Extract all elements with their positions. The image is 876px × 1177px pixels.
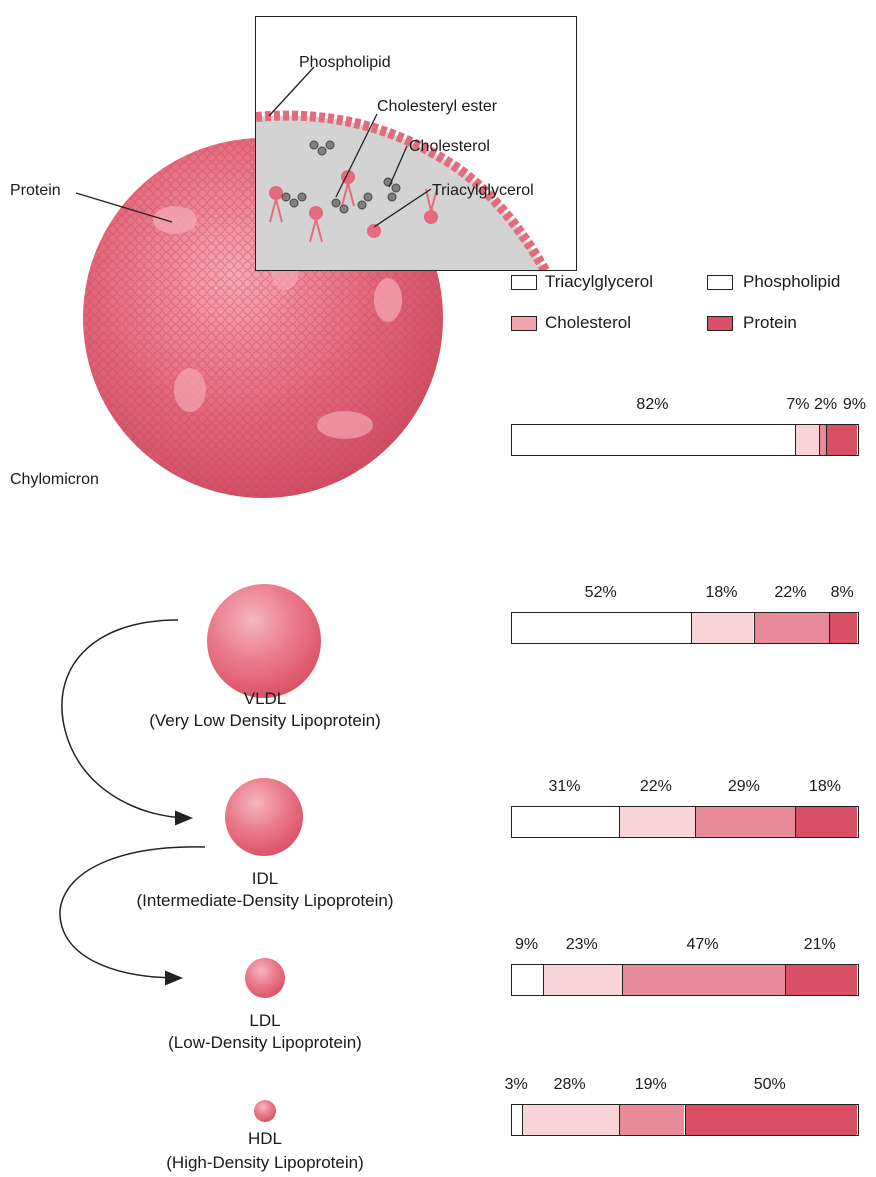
bar-segment-protein bbox=[829, 613, 857, 643]
bar-segment-cholesterol bbox=[522, 1105, 619, 1135]
bar-segment-phospholipid bbox=[622, 965, 785, 995]
bar-vldl bbox=[511, 612, 859, 644]
bar-segment-protein bbox=[794, 807, 857, 837]
vldl-particle bbox=[207, 584, 321, 698]
data-label: 22% bbox=[639, 778, 672, 795]
data-label: 52% bbox=[584, 584, 617, 601]
bar-segment-triacylglycerol bbox=[512, 425, 795, 455]
data-label: 8% bbox=[830, 584, 854, 601]
membrane-cutaway-inset: Phospholipid Cholesteryl ester Cholester… bbox=[255, 16, 577, 271]
data-label: 22% bbox=[774, 584, 807, 601]
ldl-full-name: (Low-Density Lipoprotein) bbox=[168, 1033, 362, 1052]
bar-segment-protein bbox=[825, 425, 857, 455]
bar-hdl bbox=[511, 1104, 859, 1136]
label-cholesteryl-ester: Cholesteryl ester bbox=[377, 98, 498, 115]
bar-segment-triacylglycerol bbox=[512, 807, 619, 837]
data-label: 18% bbox=[808, 778, 841, 795]
label-chylomicron: Chylomicron bbox=[10, 471, 99, 488]
membrane-diagram bbox=[256, 66, 551, 270]
idl-name: IDL bbox=[251, 869, 279, 888]
bar-segment-cholesterol bbox=[794, 425, 820, 455]
hdl-name: HDL bbox=[247, 1129, 282, 1148]
legend-label-protein: Protein bbox=[743, 313, 797, 332]
label-protein: Protein bbox=[10, 182, 61, 199]
ldl-particle bbox=[245, 958, 285, 998]
data-label: 18% bbox=[705, 584, 738, 601]
bar-segment-cholesterol bbox=[618, 807, 695, 837]
data-label: 29% bbox=[727, 778, 760, 795]
conversion-arrows bbox=[59, 619, 206, 986]
legend-label-cholesterol: Cholesterol bbox=[545, 313, 631, 332]
label-cholesterol: Cholesterol bbox=[409, 138, 490, 155]
bar-segment-phospholipid bbox=[819, 425, 826, 455]
data-label: 50% bbox=[753, 1076, 786, 1093]
legend-swatch-protein bbox=[707, 316, 733, 331]
bar-segment-phospholipid bbox=[618, 1105, 685, 1135]
bar-segment-protein bbox=[684, 1105, 857, 1135]
bar-ldl bbox=[511, 964, 859, 996]
label-phospholipid: Phospholipid bbox=[299, 54, 391, 71]
data-label: 3% bbox=[504, 1076, 528, 1093]
data-label: 82% bbox=[636, 396, 669, 413]
hdl-full-name: (High-Density Lipoprotein) bbox=[166, 1153, 364, 1172]
idl-full-name: (Intermediate-Density Lipoprotein) bbox=[136, 891, 394, 910]
vldl-full-name: (Very Low Density Lipoprotein) bbox=[149, 711, 381, 730]
bar-segment-cholesterol bbox=[543, 965, 623, 995]
bar-segment-phospholipid bbox=[694, 807, 795, 837]
data-label: 9% bbox=[514, 936, 539, 953]
arrow-vldl-to-idl bbox=[61, 619, 193, 826]
protein-patch bbox=[153, 206, 197, 234]
vldl-name: VLDL bbox=[243, 689, 287, 708]
legend-swatch-cholesterol bbox=[511, 316, 537, 331]
bar-segment-cholesterol bbox=[691, 613, 754, 643]
bar-segment-protein bbox=[784, 965, 857, 995]
data-label: 31% bbox=[548, 778, 581, 795]
data-label: 28% bbox=[553, 1076, 586, 1093]
bar-segment-triacylglycerol bbox=[512, 613, 692, 643]
data-label: 47% bbox=[686, 936, 719, 953]
arrow-idl-to-ldl bbox=[59, 846, 206, 986]
data-label: 23% bbox=[565, 936, 598, 953]
ldl-name: LDL bbox=[249, 1011, 281, 1030]
bar-chylomicron bbox=[511, 424, 859, 456]
data-label: 19% bbox=[634, 1076, 667, 1093]
bar-idl bbox=[511, 806, 859, 838]
bar-segment-triacylglycerol bbox=[512, 965, 544, 995]
legend-label-triacylglycerol: Triacylglycerol bbox=[545, 272, 654, 291]
data-label: 2% bbox=[813, 396, 838, 413]
legend-swatch-phospholipid bbox=[707, 275, 733, 290]
label-triacylglycerol: Triacylglycerol bbox=[432, 182, 534, 199]
bar-segment-phospholipid bbox=[753, 613, 830, 643]
data-label: 7% bbox=[786, 396, 810, 413]
bar-segment-triacylglycerol bbox=[512, 1105, 523, 1135]
legend-label-phospholipid: Phospholipid bbox=[743, 272, 841, 291]
legend-swatch-triacylglycerol bbox=[511, 275, 537, 290]
data-label: 9% bbox=[842, 396, 867, 413]
hdl-particle bbox=[254, 1100, 276, 1122]
idl-particle bbox=[225, 778, 303, 856]
data-label: 21% bbox=[803, 936, 836, 953]
